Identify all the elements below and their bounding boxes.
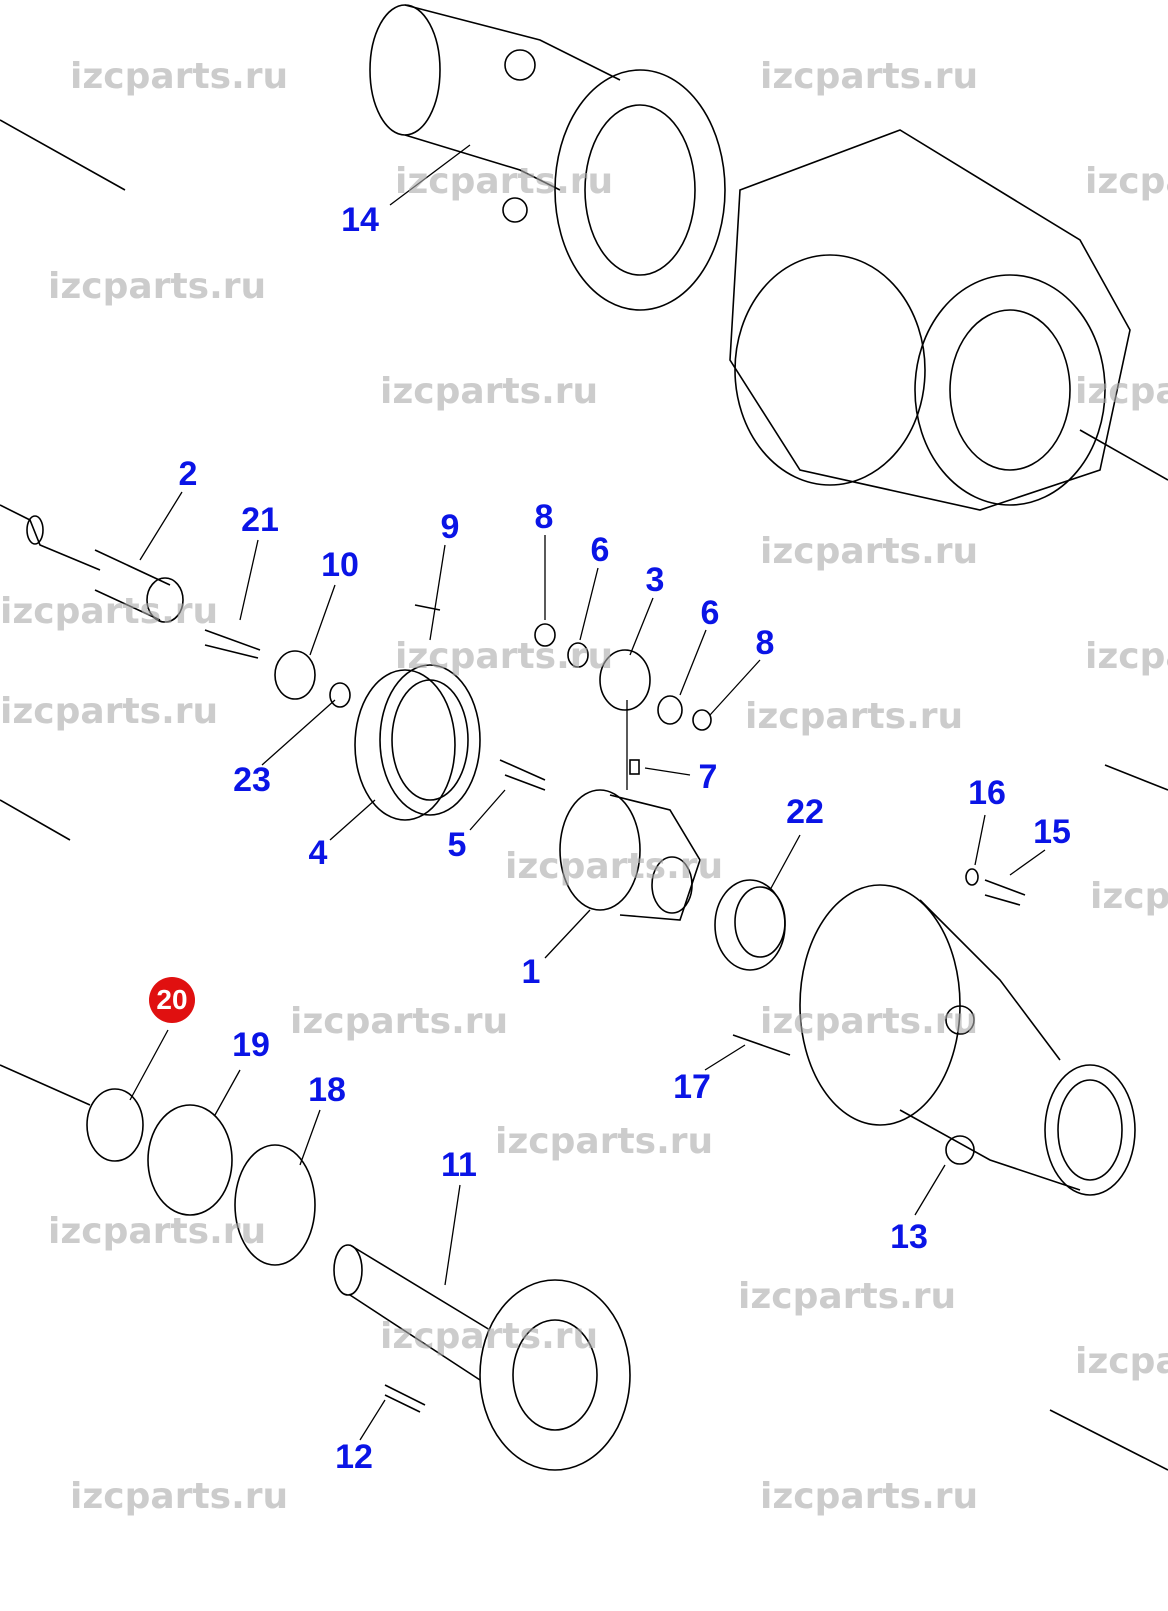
watermark: izcparts.ru [70, 1476, 289, 1517]
callout-7[interactable]: 7 [698, 758, 718, 796]
callout-17[interactable]: 17 [673, 1068, 711, 1106]
watermark: izcparts.ru [380, 1316, 599, 1357]
callout-19[interactable]: 19 [232, 1026, 270, 1064]
pin-small [629, 759, 640, 775]
watermark: izcparts.ru [738, 1276, 957, 1317]
bushing [567, 642, 589, 668]
washer [274, 650, 316, 700]
watermark: izcparts.ru [760, 56, 979, 97]
callout-14[interactable]: 14 [341, 201, 379, 239]
watermark: izcparts.ru [505, 846, 724, 887]
center-housing [729, 129, 1168, 511]
washer-small [329, 682, 351, 708]
axle-housing-right [799, 884, 1136, 1196]
callout-6[interactable]: 6 [700, 594, 720, 632]
callout-5[interactable]: 5 [447, 826, 467, 864]
bearing-race [234, 1144, 316, 1266]
ring-gear [354, 604, 481, 821]
watermark: izcparts.ru [760, 1001, 979, 1042]
callout-23[interactable]: 23 [233, 761, 271, 799]
watermark: izcparts.ru [495, 1121, 714, 1162]
watermark: izcparts.ru [290, 1001, 509, 1042]
watermark: izcparts.ru [760, 1476, 979, 1517]
callout-21[interactable]: 21 [241, 501, 279, 539]
watermark: izcparts.ru [745, 696, 964, 737]
watermark: izcparts.ru [1075, 371, 1168, 412]
callout-3[interactable]: 3 [645, 561, 665, 599]
watermark: izcparts.ru [48, 266, 267, 307]
watermark: izcparts.ru [0, 691, 219, 732]
bolt [204, 629, 261, 659]
axle-shaft [333, 1244, 631, 1471]
callout-12[interactable]: 12 [335, 1438, 373, 1476]
bearing [147, 1104, 233, 1216]
seal [86, 1088, 144, 1162]
callout-22[interactable]: 22 [786, 793, 824, 831]
watermark: izcparts.ru [395, 636, 614, 677]
watermark: izcparts.ru [380, 371, 599, 412]
bushing [657, 695, 683, 725]
stud [384, 1384, 426, 1413]
watermark: izcparts.ru [48, 1211, 267, 1252]
shaft [0, 504, 184, 623]
callout-13[interactable]: 13 [890, 1218, 928, 1256]
watermark: izcparts.ru [1090, 876, 1168, 917]
callout-8[interactable]: 8 [755, 624, 775, 662]
callout-1[interactable]: 1 [521, 953, 541, 991]
callout-15[interactable]: 15 [1033, 813, 1071, 851]
watermark: izcparts.ru [1075, 1341, 1168, 1382]
watermark: izcparts.ru [1085, 636, 1168, 677]
watermark: izcparts.ru [760, 531, 979, 572]
axle-housing-left [369, 4, 726, 311]
callout-8[interactable]: 8 [534, 498, 554, 536]
callout-2[interactable]: 2 [178, 455, 198, 493]
washer [692, 709, 712, 731]
watermark: izcparts.ru [1085, 161, 1168, 202]
callout-4[interactable]: 4 [308, 834, 328, 872]
differential-case [559, 789, 701, 921]
callout-9[interactable]: 9 [440, 508, 460, 546]
callout-11[interactable]: 11 [441, 1146, 477, 1184]
callout-10[interactable]: 10 [321, 546, 359, 584]
watermark: izcparts.ru [395, 161, 614, 202]
pin [499, 759, 546, 791]
watermark: izcparts.ru [0, 591, 219, 632]
washer [534, 623, 556, 647]
callout-6[interactable]: 6 [590, 531, 610, 569]
callout-16[interactable]: 16 [968, 774, 1006, 812]
pinion [599, 649, 651, 711]
bolt [984, 879, 1026, 906]
callout-18[interactable]: 18 [308, 1071, 346, 1109]
leader-lines [129, 144, 1046, 1441]
watermark: izcparts.ru [70, 56, 289, 97]
callout-20-highlighted[interactable]: 20 [149, 977, 195, 1023]
